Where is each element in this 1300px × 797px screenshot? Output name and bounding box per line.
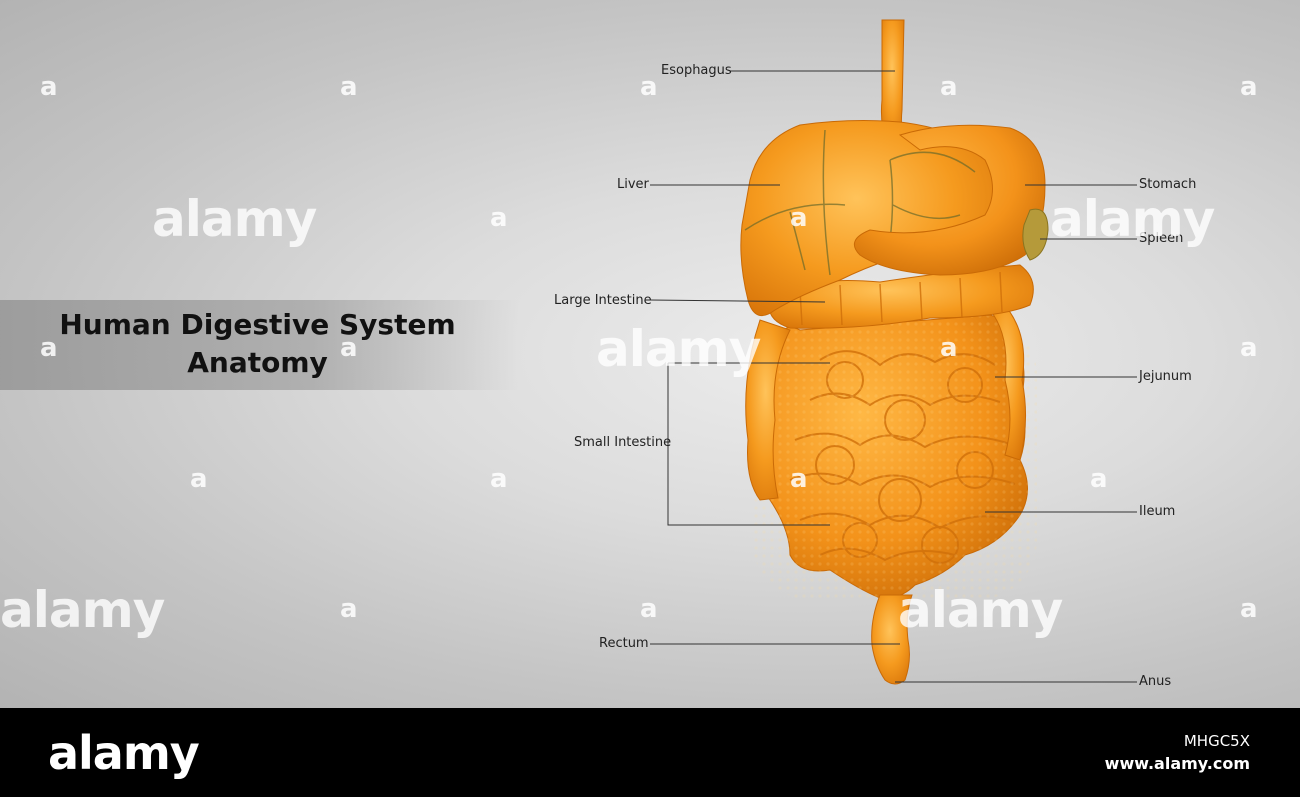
label-esophagus: Esophagus xyxy=(661,63,732,78)
footer-bar: alamy MHGC5X www.alamy.com xyxy=(0,708,1300,797)
leader-small-intestine xyxy=(667,362,830,526)
rectum-shape xyxy=(871,594,913,685)
label-jejunum: Jejunum xyxy=(1139,369,1192,384)
watermark-a: a xyxy=(940,72,958,102)
large-intestine-shape xyxy=(745,319,791,501)
watermark-a: a xyxy=(1240,594,1258,624)
label-spleen: Spleen xyxy=(1139,231,1184,246)
alamy-logo: alamy xyxy=(48,726,200,780)
spleen-shape xyxy=(1022,208,1049,261)
watermark-a: a xyxy=(1240,72,1258,102)
digestive-system-illustration xyxy=(649,19,1137,685)
watermark-a: a xyxy=(190,464,208,494)
label-anus: Anus xyxy=(1139,674,1172,689)
leader-large-intestine xyxy=(649,299,826,303)
label-stomach: Stomach xyxy=(1139,177,1197,192)
illustration-stage: Human Digestive System Anatomy Esophagus… xyxy=(0,0,1300,708)
watermark-a: a xyxy=(640,594,658,624)
leader-lines xyxy=(649,70,1137,683)
label-liver: Liver xyxy=(617,177,649,192)
watermark-a: a xyxy=(40,333,58,363)
page-title-line-1: Human Digestive System xyxy=(59,308,456,341)
stomach-shape xyxy=(853,124,1046,276)
watermark-a: a xyxy=(340,72,358,102)
image-id: MHGC5X xyxy=(1183,732,1250,750)
title-banner: Human Digestive System Anatomy xyxy=(0,300,520,390)
watermark-a: a xyxy=(340,594,358,624)
watermark-a: a xyxy=(490,203,508,233)
watermark-a: a xyxy=(340,333,358,363)
watermark-a: a xyxy=(1240,333,1258,363)
label-ileum: Ileum xyxy=(1139,504,1176,519)
small-intestine-shape xyxy=(751,314,1037,600)
label-large-intestine: Large Intestine xyxy=(554,293,652,308)
watermark-alamy: alamy xyxy=(898,581,1063,639)
site-url: www.alamy.com xyxy=(1104,754,1250,773)
watermark-alamy: alamy xyxy=(0,581,165,639)
watermark-a: a xyxy=(790,464,808,494)
label-rectum: Rectum xyxy=(599,636,649,651)
watermark-a: a xyxy=(40,72,58,102)
watermark-alamy: alamy xyxy=(596,320,761,378)
page-title-line-2: Anatomy xyxy=(187,346,328,379)
watermark-alamy: alamy xyxy=(1050,190,1215,248)
watermark-a: a xyxy=(490,464,508,494)
watermark-a: a xyxy=(790,203,808,233)
watermark-a: a xyxy=(640,72,658,102)
watermark-a: a xyxy=(940,333,958,363)
label-small-intestine: Small Intestine xyxy=(574,435,672,450)
watermark-alamy: alamy xyxy=(152,190,317,248)
watermark-a: a xyxy=(1090,464,1108,494)
